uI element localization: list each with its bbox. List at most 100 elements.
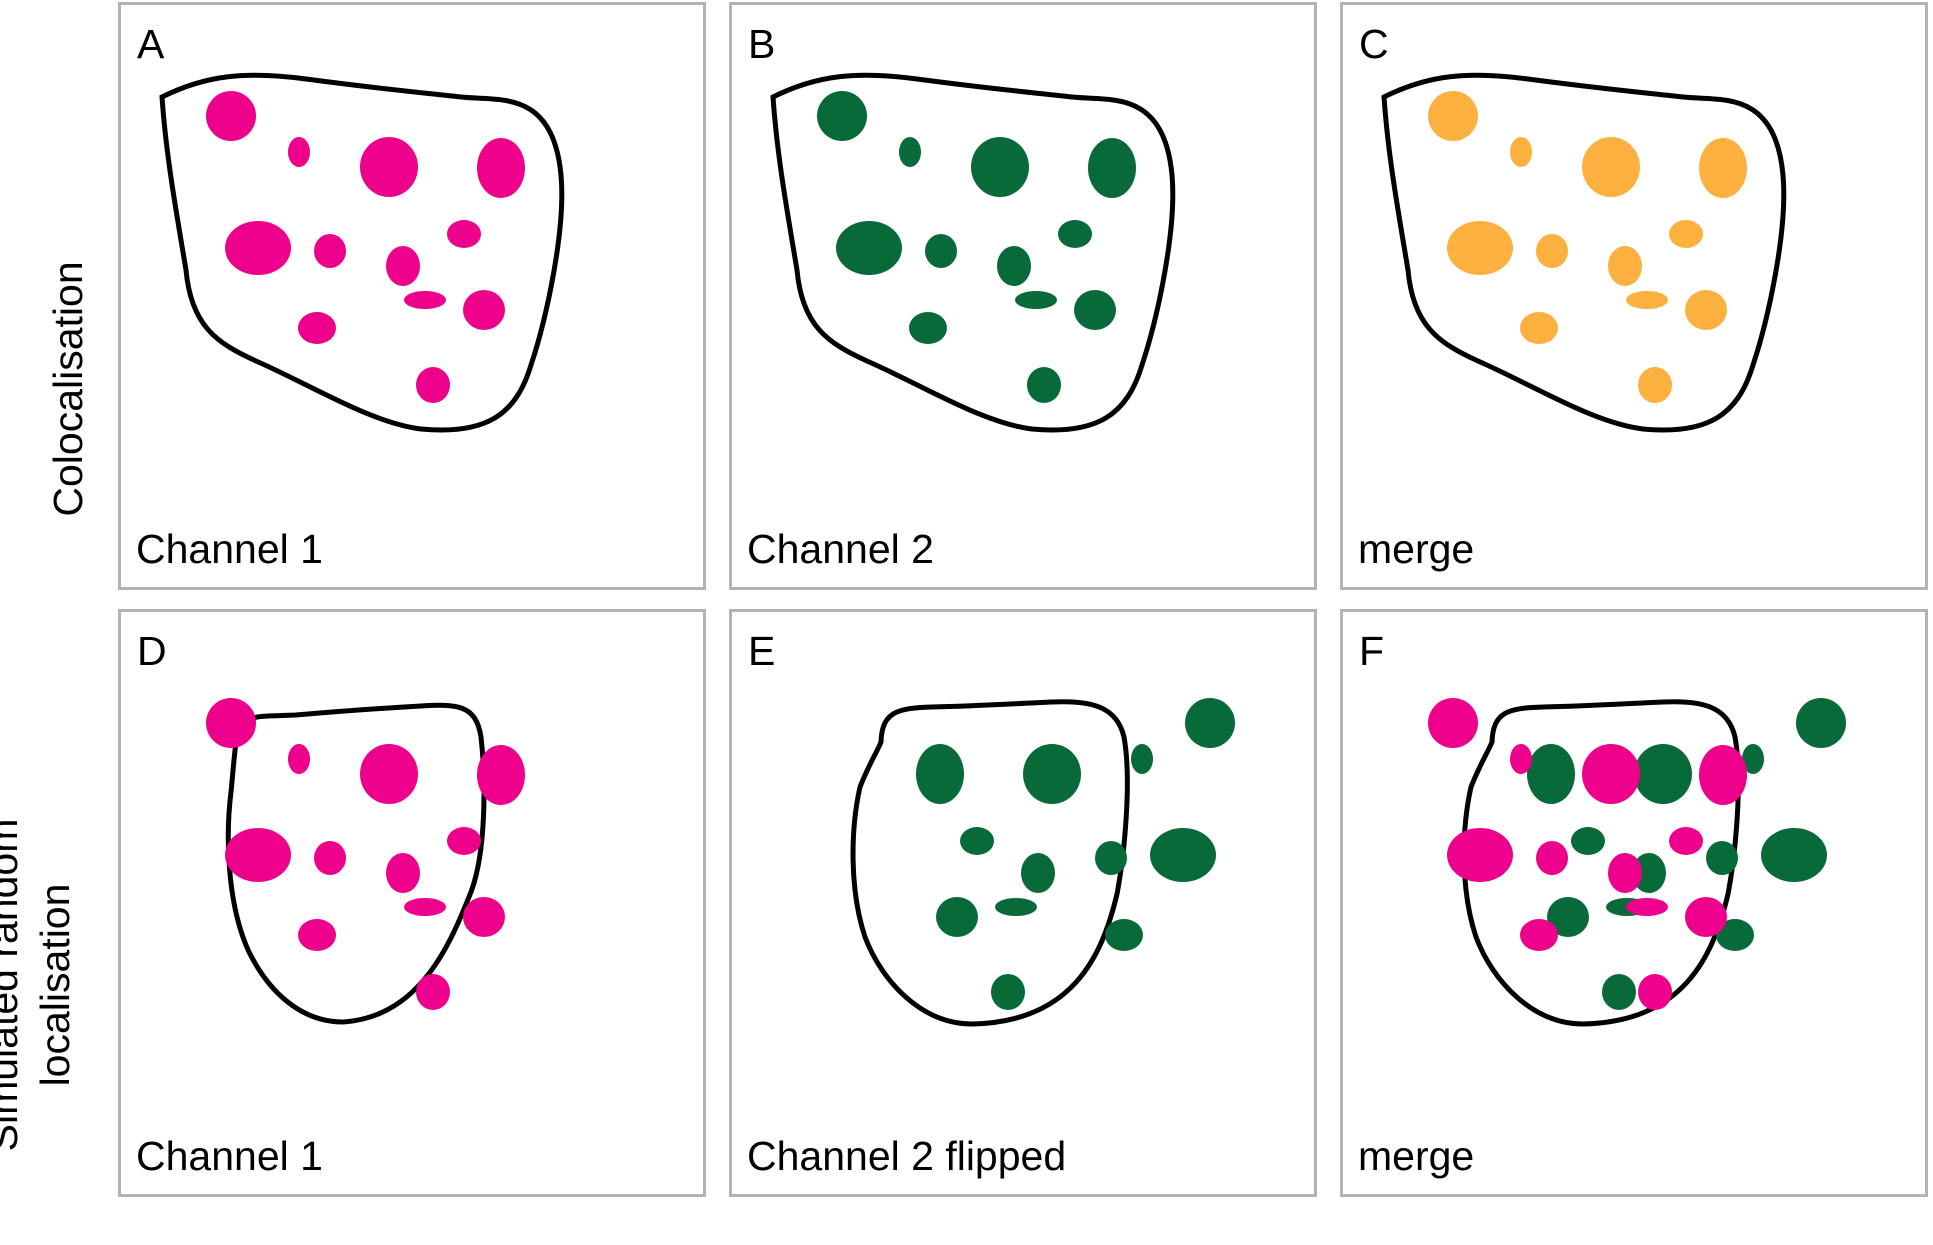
spot [1058, 220, 1092, 248]
spot [477, 138, 525, 198]
row-label-simulated-random: Simulated random localisation [0, 725, 87, 1245]
spot [206, 91, 256, 141]
spot [899, 137, 921, 167]
spot [925, 234, 957, 268]
spot [1699, 745, 1747, 805]
spot [1761, 828, 1827, 882]
channel2-spots [916, 698, 1235, 1010]
spot [1447, 828, 1513, 882]
panel-caption: Channel 2 flipped [747, 1133, 1067, 1179]
panel-f-figure [1428, 698, 1846, 1027]
row-label-colocalisation: Colocalisation [45, 261, 91, 517]
panel-f: F merge [1340, 609, 1928, 1197]
panel-b-figure [770, 72, 1176, 433]
panel-letter: A [137, 21, 165, 67]
spot [1536, 234, 1568, 268]
channel1-spots [1428, 698, 1747, 1010]
spot [1608, 246, 1642, 286]
spot [1638, 367, 1672, 403]
spot [1095, 841, 1127, 875]
panel-e: E Channel 2 flipped [729, 609, 1317, 1197]
spot [447, 220, 481, 248]
spot [206, 698, 256, 748]
panel-e-figure [850, 698, 1235, 1027]
spot [225, 221, 291, 275]
spot [1634, 744, 1692, 804]
spot [1520, 312, 1558, 344]
spot [1150, 828, 1216, 882]
cell-outline [770, 72, 1176, 433]
spot [1023, 744, 1081, 804]
cell-outline [225, 702, 487, 1025]
spot [971, 137, 1029, 197]
spot [997, 246, 1031, 286]
spot [360, 744, 418, 804]
spot [1088, 138, 1136, 198]
spot [817, 91, 867, 141]
spot [288, 137, 310, 167]
spot [386, 246, 420, 286]
spot [1582, 137, 1640, 197]
spot [1796, 698, 1846, 748]
spot [360, 137, 418, 197]
row-label-line-2: localisation [32, 883, 78, 1087]
spot [916, 744, 964, 804]
spot [1571, 827, 1605, 855]
panel-letter: C [1359, 21, 1389, 67]
spot [1428, 91, 1478, 141]
spot [1685, 290, 1727, 330]
spot [1626, 291, 1668, 309]
spot [1185, 698, 1235, 748]
spot [1510, 137, 1532, 167]
spot [1105, 919, 1143, 951]
panel-c: C merge [1340, 2, 1928, 590]
panel-letter: B [748, 21, 776, 67]
spot [1015, 291, 1057, 309]
spot [477, 745, 525, 805]
channel2-spots [1527, 698, 1846, 1010]
spot [1716, 919, 1754, 951]
spot [447, 827, 481, 855]
spot [1632, 853, 1666, 893]
spot [1602, 974, 1636, 1010]
panel-a-figure [159, 72, 565, 433]
spot [1520, 919, 1558, 951]
spot [404, 898, 446, 916]
panel-a: A Channel 1 [118, 2, 706, 590]
cell-outline [1381, 72, 1787, 433]
spot [1685, 897, 1727, 937]
panel-caption: Channel 1 [136, 526, 323, 572]
panel-caption: Channel 2 [747, 526, 934, 572]
panel-letter: F [1359, 628, 1385, 674]
channel2-spots [817, 91, 1136, 403]
spot [960, 827, 994, 855]
panel-d: D Channel 1 [118, 609, 706, 1197]
panel-letter: D [137, 628, 167, 674]
panel-caption: Channel 1 [136, 1133, 323, 1179]
spot [1742, 744, 1764, 774]
spot [1669, 827, 1703, 855]
spot [991, 974, 1025, 1010]
spot [1699, 138, 1747, 198]
spot [936, 897, 978, 937]
spot [298, 312, 336, 344]
spot [1428, 698, 1478, 748]
spot [314, 234, 346, 268]
spot [836, 221, 902, 275]
channel1-spots [206, 698, 525, 1010]
panel-letter: E [748, 628, 776, 674]
spot [1027, 367, 1061, 403]
row-label-line-1: Simulated random [0, 818, 26, 1152]
channel1-spots [206, 91, 525, 403]
merge-spots [1428, 91, 1747, 403]
spot [1638, 974, 1672, 1010]
panel-c-figure [1381, 72, 1787, 433]
spot [416, 367, 450, 403]
spot [995, 898, 1037, 916]
panel-b: B Channel 2 [729, 2, 1317, 590]
spot [1021, 853, 1055, 893]
spot [909, 312, 947, 344]
spot [1626, 898, 1668, 916]
spot [1608, 853, 1642, 893]
spot [1582, 744, 1640, 804]
